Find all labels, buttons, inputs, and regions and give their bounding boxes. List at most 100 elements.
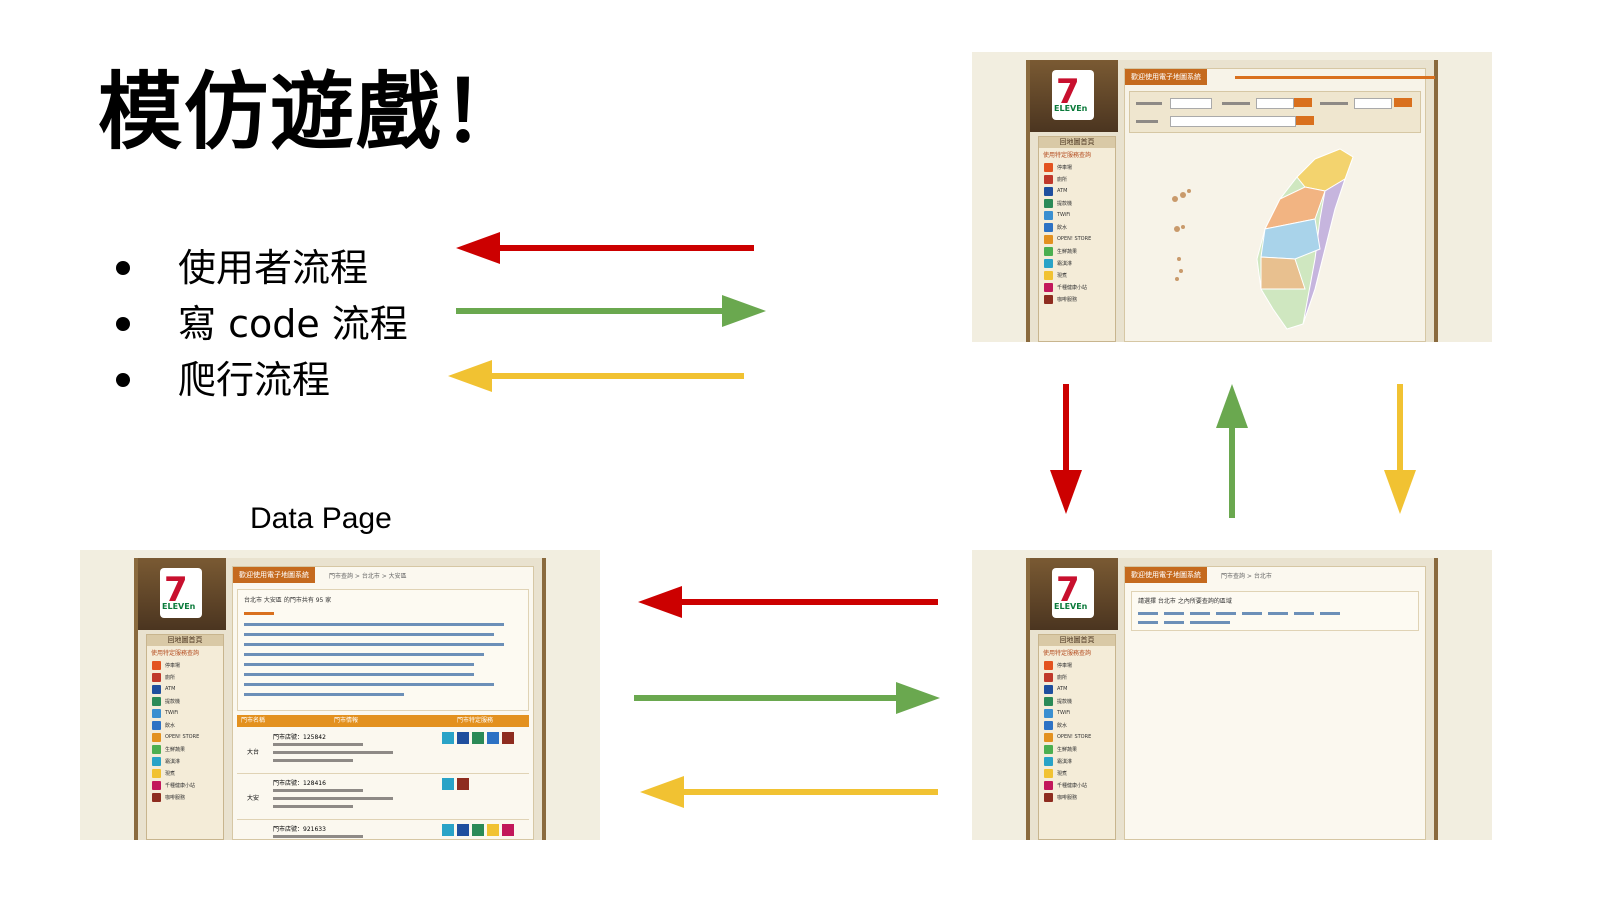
district-link[interactable]: [1268, 612, 1288, 615]
table-row: 大坊 門市店號：921633: [237, 821, 529, 840]
service-sidebar: 回地圖首頁 使用特定服務查詢 停車場 廁所 ATM 提款機 TWiFi 飲水 O…: [1038, 634, 1116, 840]
district-link[interactable]: [1216, 612, 1236, 615]
service-item[interactable]: 咖啡服務: [1039, 293, 1115, 305]
search-button[interactable]: [1394, 98, 1412, 107]
data-page-caption: Data Page: [250, 502, 392, 535]
road-link[interactable]: [244, 623, 504, 626]
service-icons: [442, 778, 469, 790]
district-link[interactable]: [1164, 621, 1184, 624]
service-item[interactable]: 停車場: [1039, 659, 1115, 671]
service-item[interactable]: ATM: [1039, 683, 1115, 695]
district-link[interactable]: [1190, 621, 1230, 624]
service-item[interactable]: 廁所: [1039, 671, 1115, 683]
service-item[interactable]: 千種健康小站: [1039, 281, 1115, 293]
search-button[interactable]: [1296, 116, 1314, 125]
arrow-user-flow-left: [638, 586, 938, 618]
road-link[interactable]: [244, 693, 404, 696]
sidebar-subtitle: 使用特定服務查詢: [1043, 650, 1092, 657]
service-icons: [442, 732, 514, 744]
district-link[interactable]: [1242, 612, 1262, 615]
service-item[interactable]: 提款機: [1039, 197, 1115, 209]
arrow-user-flow-down: [1050, 384, 1082, 514]
breadcrumb: 門市查詢 > 台北市 > 大安區: [329, 573, 407, 580]
sidebar-subtitle: 使用特定服務查詢: [151, 650, 200, 657]
system-title-tab: 歡迎使用電子地圖系統: [233, 567, 315, 583]
road-link[interactable]: [244, 643, 504, 646]
service-item[interactable]: OPEN! STORE: [147, 731, 223, 743]
district-link[interactable]: [1320, 612, 1340, 615]
arrow-crawl-flow-down: [1384, 384, 1416, 514]
bullet-crawl-flow: 爬行流程: [112, 352, 408, 408]
city-select[interactable]: [1170, 98, 1212, 109]
service-item[interactable]: 廁所: [147, 671, 223, 683]
service-item[interactable]: 千種健康小站: [147, 779, 223, 791]
service-item[interactable]: 咖啡服務: [147, 791, 223, 803]
sidebar-home-link[interactable]: 回地圖首頁: [1039, 137, 1115, 148]
sidebar-home-link[interactable]: 回地圖首頁: [147, 635, 223, 646]
service-item[interactable]: TWiFi: [147, 707, 223, 719]
service-item[interactable]: 提款機: [147, 695, 223, 707]
service-item[interactable]: 生鮮蔬果: [1039, 245, 1115, 257]
arrow-user-flow-left: [456, 232, 754, 264]
service-item[interactable]: ATM: [1039, 185, 1115, 197]
service-item[interactable]: OPEN! STORE: [1039, 731, 1115, 743]
service-item[interactable]: TWiFi: [1039, 209, 1115, 221]
service-item[interactable]: 飲水: [1039, 719, 1115, 731]
service-sidebar: 回地圖首頁 使用特定服務查詢 停車場 廁所 ATM 提款機 TWiFi 飲水 O…: [146, 634, 224, 840]
service-item[interactable]: ATM: [147, 683, 223, 695]
system-title-tab: 歡迎使用電子地圖系統: [1125, 69, 1207, 85]
service-item[interactable]: 霜淇淋: [1039, 755, 1115, 767]
data-main-panel: 歡迎使用電子地圖系統 門市查詢 > 台北市 > 大安區 台北市 大安區 的門市共…: [232, 566, 534, 840]
road-link[interactable]: [244, 683, 494, 686]
district-link[interactable]: [1138, 612, 1158, 615]
district-link[interactable]: [1138, 621, 1158, 624]
map-main-panel: 歡迎使用電子地圖系統: [1124, 68, 1435, 342]
store-count-heading: 台北市 大安區 的門市共有 95 家: [244, 597, 332, 604]
arrow-crawl-flow-left: [640, 776, 938, 808]
service-item[interactable]: 現煮: [1039, 767, 1115, 779]
district-link[interactable]: [1164, 612, 1184, 615]
road-link[interactable]: [244, 673, 474, 676]
sidebar-home-link[interactable]: 回地圖首頁: [1039, 635, 1115, 646]
service-item[interactable]: 飲水: [147, 719, 223, 731]
service-icons: [442, 824, 514, 836]
service-item[interactable]: 霜淇淋: [1039, 257, 1115, 269]
service-item[interactable]: TWiFi: [1039, 707, 1115, 719]
service-item[interactable]: OPEN! STORE: [1039, 233, 1115, 245]
district-link[interactable]: [1294, 612, 1314, 615]
service-item[interactable]: 停車場: [1039, 161, 1115, 173]
service-item[interactable]: 停車場: [147, 659, 223, 671]
sidebar-subtitle: 使用特定服務查詢: [1043, 152, 1092, 159]
taiwan-map[interactable]: [1165, 139, 1385, 339]
store-table-header: 門市名稱 門市情報 門市特定服務: [237, 715, 529, 727]
bullet-code-flow: 寫 code 流程: [112, 296, 408, 352]
table-row: 大安 門市店號：128416: [237, 775, 529, 820]
arrow-crawl-flow-left: [448, 360, 744, 392]
store-id-input[interactable]: [1354, 98, 1392, 109]
search-button[interactable]: [1294, 98, 1312, 107]
service-item[interactable]: 飲水: [1039, 221, 1115, 233]
road-link[interactable]: [244, 663, 474, 666]
service-item[interactable]: 咖啡服務: [1039, 791, 1115, 803]
service-item[interactable]: 生鮮蔬果: [147, 743, 223, 755]
service-item[interactable]: 提款機: [1039, 695, 1115, 707]
table-row: 大台 門市店號：125842: [237, 729, 529, 774]
service-item[interactable]: 現煮: [147, 767, 223, 779]
road-link[interactable]: [244, 633, 494, 636]
service-item[interactable]: 廁所: [1039, 173, 1115, 185]
road-name-input[interactable]: [1170, 116, 1296, 127]
breadcrumb: 門市查詢 > 台北市: [1221, 573, 1272, 580]
service-item[interactable]: 霜淇淋: [147, 755, 223, 767]
service-item[interactable]: 現煮: [1039, 269, 1115, 281]
service-item[interactable]: 生鮮蔬果: [1039, 743, 1115, 755]
service-item[interactable]: 千種健康小站: [1039, 779, 1115, 791]
district-link[interactable]: [1190, 612, 1210, 615]
road-link[interactable]: [244, 653, 484, 656]
store-name-input[interactable]: [1256, 98, 1294, 109]
flow-list: 使用者流程 寫 code 流程 爬行流程: [112, 240, 408, 408]
search-form: [1129, 91, 1421, 133]
